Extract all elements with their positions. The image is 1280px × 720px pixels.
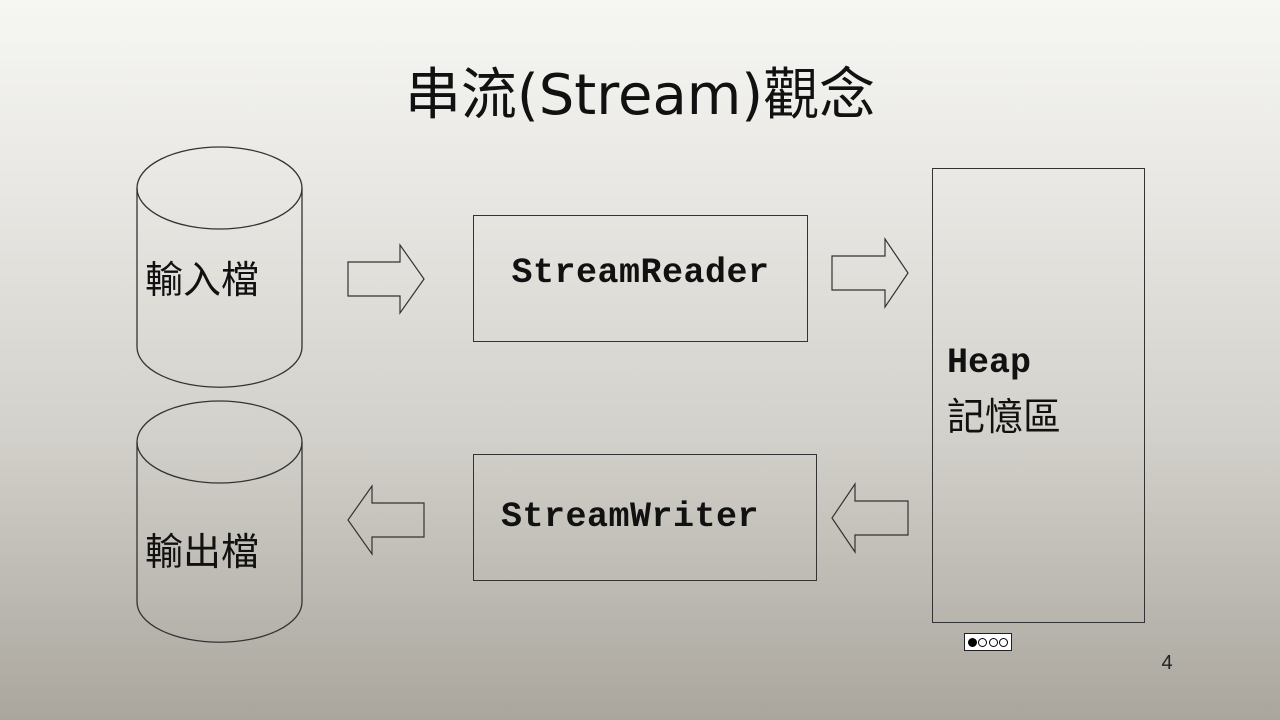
- heap-subtitle: 記憶區: [947, 395, 1062, 439]
- arrow-left-icon: [831, 482, 909, 554]
- output-file-label: 輸出檔: [145, 530, 260, 574]
- heap-title: Heap: [947, 343, 1032, 383]
- stream-writer-box: StreamWriter: [473, 454, 817, 581]
- slide-title: 串流(Stream)觀念: [404, 63, 876, 128]
- stream-reader-box: StreamReader: [473, 215, 808, 342]
- input-file-label: 輸入檔: [145, 258, 260, 302]
- stream-writer-label: StreamWriter: [500, 496, 760, 537]
- arrow-left-icon: [347, 484, 425, 556]
- stream-reader-label: StreamReader: [511, 252, 770, 293]
- arrow-right-icon: [347, 243, 425, 315]
- page-number: 4: [1161, 652, 1173, 674]
- heap-memory-box: Heap 記憶區: [932, 168, 1145, 623]
- input-file-cylinder: [136, 146, 303, 388]
- creative-commons-by-nc-sa-icon: [964, 633, 1012, 651]
- arrow-right-icon: [831, 237, 909, 309]
- output-file-cylinder: [136, 400, 303, 643]
